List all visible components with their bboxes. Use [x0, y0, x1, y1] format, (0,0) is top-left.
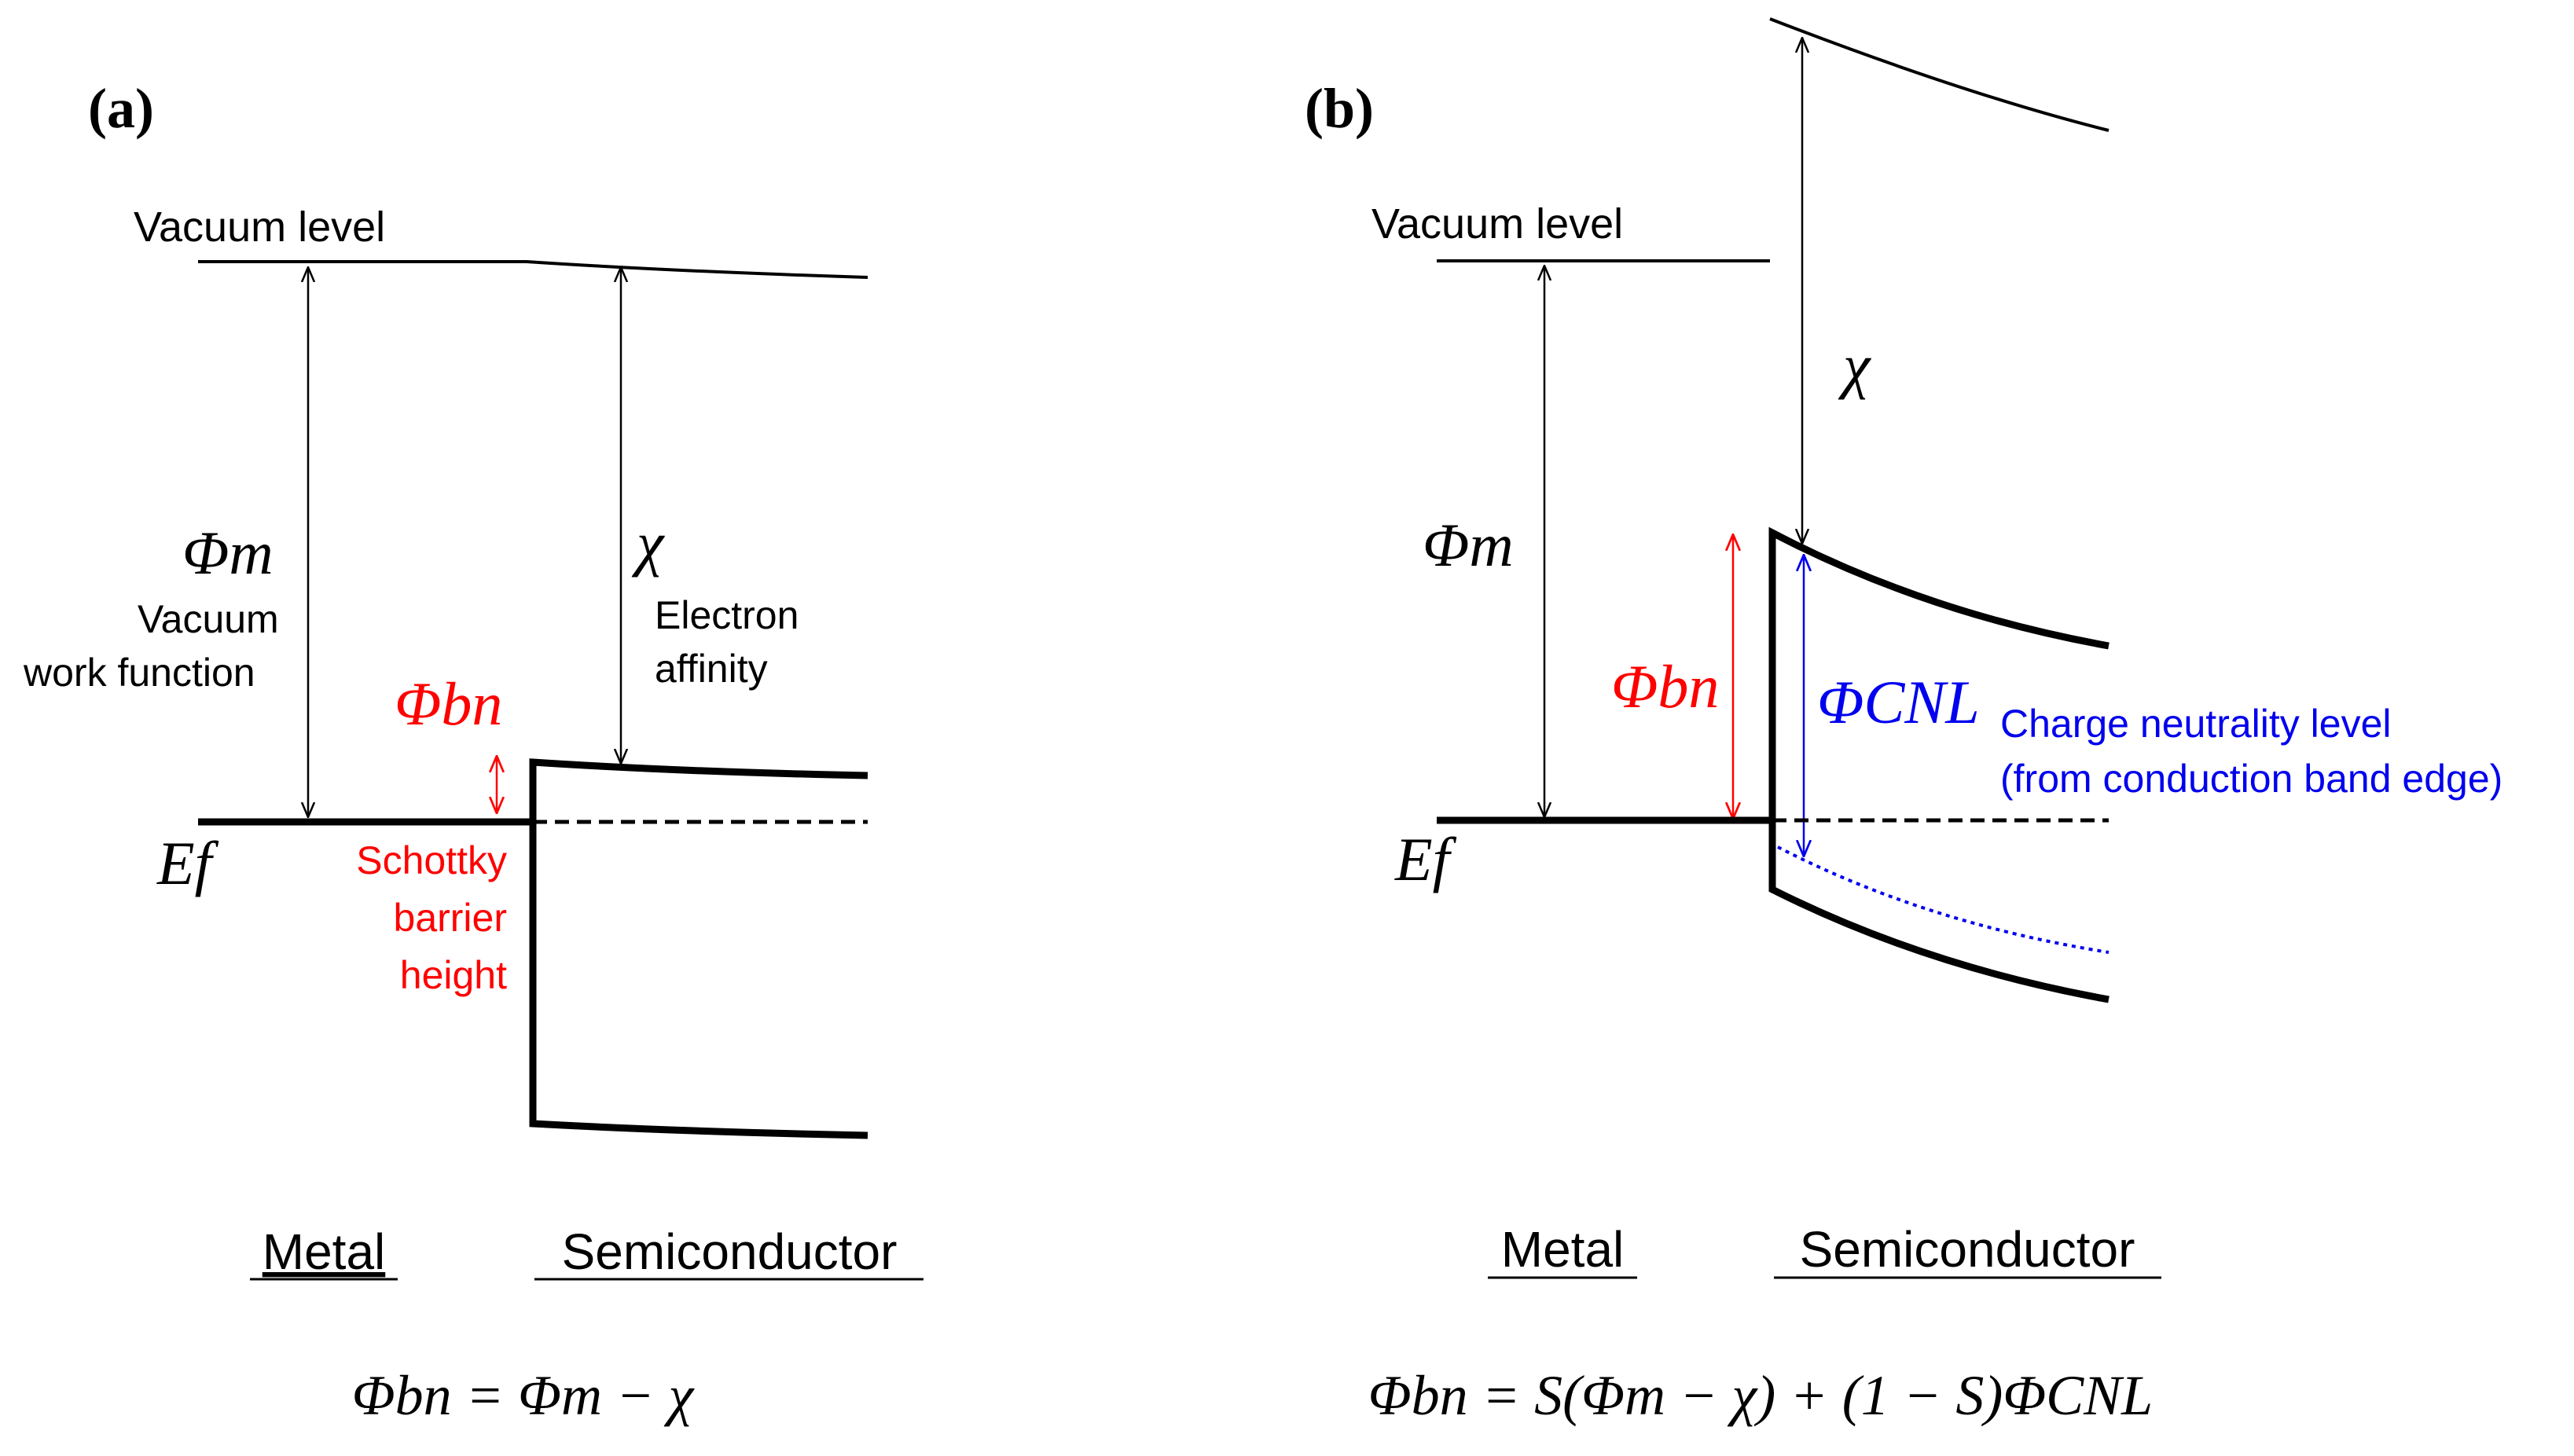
schottky-caption-line3-a: height: [400, 953, 507, 997]
schottky-caption-line2-a: barrier: [394, 896, 507, 940]
conduction-band-b: [1768, 526, 2110, 820]
cnl-caption-line1-b: Charge neutrality level: [2000, 702, 2392, 746]
vacuum-level-label-b: Vacuum level: [1371, 200, 1623, 248]
phi-cnl-symbol-b: ΦCNL: [1817, 668, 1980, 736]
phi-m-caption-line1-a: Vacuum: [138, 597, 279, 641]
semiconductor-label-a: Semiconductor: [562, 1223, 898, 1280]
cnl-caption-line2-b: (from conduction band edge): [2000, 757, 2502, 801]
metal-label-a: Metal: [263, 1223, 386, 1280]
metal-label-b: Metal: [1501, 1221, 1625, 1278]
vacuum-level-line-a: [198, 260, 868, 279]
phi-m-caption-line2-a: work function: [23, 651, 255, 695]
phi-bn-symbol-b: Φbn: [1611, 652, 1719, 721]
panel-b-label: (b): [1305, 77, 1374, 140]
fermi-level-label-b: Ef: [1394, 825, 1457, 893]
panel-a: (a) Vacuum level Φm Vacuum work function…: [23, 77, 923, 1427]
phi-bn-symbol-a: Φbn: [395, 669, 502, 738]
chi-symbol-a: χ: [631, 509, 665, 578]
panel-a-label: (a): [88, 77, 154, 140]
cnl-curve-b: [1777, 845, 2110, 954]
panel-b: (b) Vacuum level Φm χ Φbn ΦCNL Charge ne…: [1305, 17, 2502, 1427]
phi-m-symbol-a: Φm: [182, 519, 274, 587]
equation-a: Φbn = Φm − χ: [352, 1364, 696, 1427]
valence-band-b: [1768, 820, 2110, 1003]
vacuum-level-label-a: Vacuum level: [134, 204, 385, 251]
vacuum-level-semiconductor-b: [1769, 17, 2110, 132]
conduction-band-a: [529, 758, 868, 822]
valence-band-a: [529, 822, 868, 1139]
fermi-level-label-a: Ef: [156, 829, 219, 897]
semiconductor-label-b: Semiconductor: [1800, 1221, 2135, 1278]
phi-m-symbol-b: Φm: [1423, 511, 1514, 579]
chi-caption-line1-a: Electron: [655, 593, 799, 637]
chi-caption-line2-a: affinity: [655, 647, 768, 691]
chi-symbol-b: χ: [1838, 332, 1871, 400]
schottky-caption-line1-a: Schottky: [356, 838, 507, 882]
equation-b: Φbn = S(Φm − χ) + (1 − S)ΦCNL: [1368, 1364, 2153, 1427]
